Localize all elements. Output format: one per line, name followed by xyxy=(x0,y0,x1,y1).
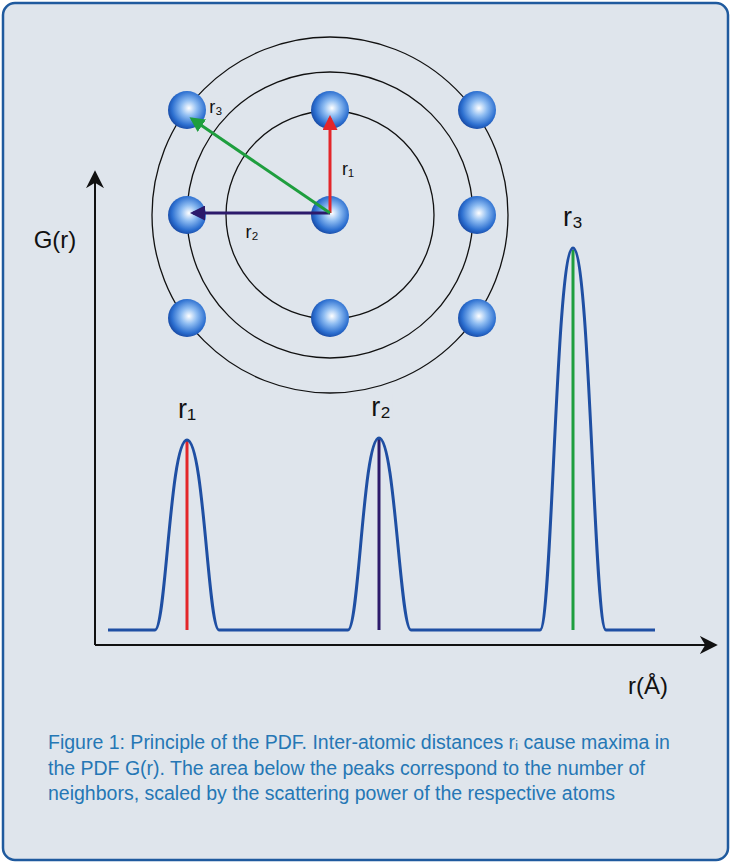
atom-grid xyxy=(168,91,496,337)
axis-label: r(Å) xyxy=(626,673,670,699)
shell-circle xyxy=(226,111,434,319)
distance-arrow xyxy=(193,212,330,215)
x-axis xyxy=(95,644,716,646)
atom-sphere xyxy=(168,196,206,234)
peak-marker xyxy=(572,250,575,630)
distance-arrow xyxy=(192,119,330,213)
shell-circle xyxy=(152,37,508,393)
peak-marker xyxy=(186,440,189,630)
atom-sphere xyxy=(458,91,496,129)
atom-sphere xyxy=(311,299,349,337)
distance-label: r₁ xyxy=(340,160,356,180)
peak-label: r₂ xyxy=(369,393,392,423)
distance-label: r₃ xyxy=(207,98,224,118)
shell-circle xyxy=(187,72,473,358)
peak-label: r₁ xyxy=(176,395,198,425)
distance-shells xyxy=(152,37,508,393)
atom-sphere xyxy=(458,196,496,234)
panel-background xyxy=(3,3,728,860)
figure-caption: Figure 1: Principle of the PDF. Inter-at… xyxy=(48,730,698,807)
peak-marker xyxy=(378,438,381,630)
distance-label: r₂ xyxy=(244,223,261,243)
pdf-curve xyxy=(108,248,655,630)
y-axis xyxy=(94,172,96,645)
axis-label: G(r) xyxy=(32,227,79,253)
distance-arrow xyxy=(329,118,332,213)
peak-label: r₃ xyxy=(561,203,585,233)
atom-sphere xyxy=(168,299,206,337)
atom-sphere xyxy=(458,299,496,337)
